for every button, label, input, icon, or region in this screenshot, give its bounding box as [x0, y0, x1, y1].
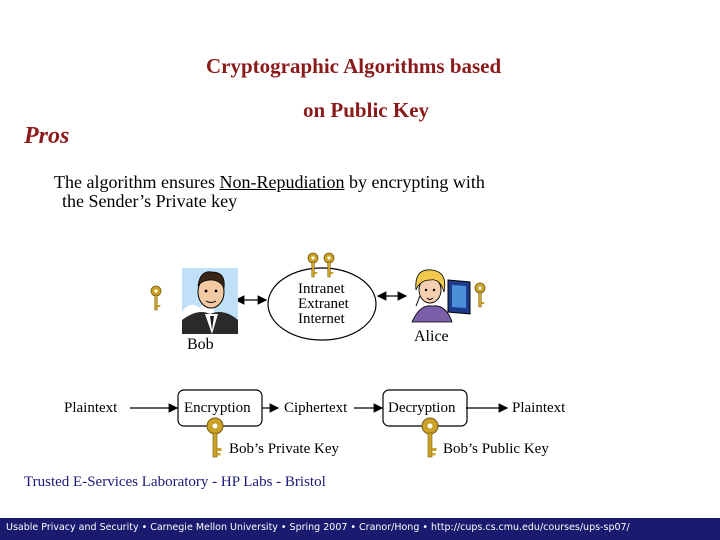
network-label-internet: Internet	[298, 311, 345, 327]
bob-label: Bob	[187, 336, 214, 353]
plaintext-input-label: Plaintext	[64, 400, 118, 416]
alice-label: Alice	[414, 328, 449, 345]
public-key-label: Bob’s Public Key	[443, 441, 549, 457]
body-line1: The algorithm ensures Non-Repudiation by…	[54, 173, 485, 191]
footer-bar	[0, 518, 720, 540]
network-label-intranet: Intranet	[298, 281, 345, 297]
network-label: Intranet Extranet Internet	[298, 281, 349, 327]
slide-title-line2: on Public Key	[303, 98, 430, 122]
non-repudiation-term: Non-Repudiation	[219, 172, 345, 192]
key-icon	[307, 252, 319, 278]
private-key-label: Bob’s Private Key	[229, 441, 339, 457]
pros-heading: Pros	[24, 123, 70, 149]
ciphertext-label: Ciphertext	[284, 400, 348, 416]
key-icon	[150, 285, 162, 311]
body-text-before: The algorithm ensures	[54, 172, 220, 192]
encryption-label: Encryption	[184, 400, 251, 416]
decryption-label: Decryption	[388, 400, 456, 416]
key-icon	[323, 252, 335, 278]
body-line2: the Sender’s Private key	[62, 191, 238, 211]
network-label-extranet: Extranet	[298, 296, 349, 312]
private-key-icon	[206, 417, 224, 458]
network-ellipse	[267, 267, 377, 341]
plaintext-output-label: Plaintext	[512, 400, 566, 416]
public-key-icon	[421, 417, 439, 458]
lab-credit: Trusted E-Services Laboratory - HP Labs …	[24, 474, 326, 490]
bob-icon	[182, 268, 238, 334]
alice-icon	[410, 268, 471, 323]
key-icon	[474, 282, 486, 308]
footer-bar-text: Usable Privacy and Security • Carnegie M…	[6, 522, 630, 533]
body-text-after: by encrypting with	[344, 172, 485, 192]
slide-title-line1: Cryptographic Algorithms based	[206, 54, 502, 78]
